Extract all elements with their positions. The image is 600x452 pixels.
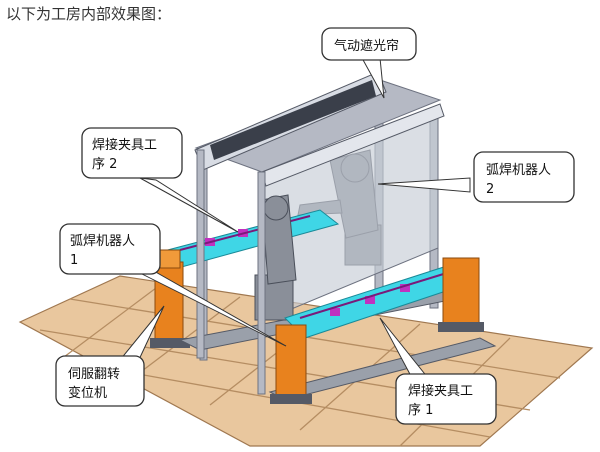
servo-positioner-right [438, 257, 484, 332]
callout-robot-2: 弧焊机器人 2 [473, 151, 575, 203]
svg-text:气动遮光帘: 气动遮光帘 [334, 38, 399, 54]
svg-text:序 1: 序 1 [408, 403, 433, 418]
light-curtain-panel [261, 103, 445, 321]
servo-positioner-front [270, 324, 312, 404]
callout-leaders [119, 57, 471, 379]
svg-text:变位机: 变位机 [68, 385, 107, 401]
callout-positioner: 伺服翻转 变位机 [55, 355, 145, 407]
callout-robot-1: 弧焊机器人 1 [59, 223, 161, 275]
page-heading: 以下为工房内部效果图： [6, 5, 172, 23]
svg-text:1: 1 [70, 253, 78, 268]
svg-text:弧焊机器人: 弧焊机器人 [486, 162, 551, 178]
callout-fixture-2: 焊接夹具工 序 2 [81, 127, 183, 179]
steel-frame-front [196, 149, 266, 395]
arc-welding-robot-1 [254, 194, 297, 321]
callout-curtain: 气动遮光帘 [321, 27, 417, 61]
svg-text:弧焊机器人: 弧焊机器人 [70, 233, 135, 249]
svg-text:2: 2 [486, 182, 494, 197]
svg-text:焊接夹具工: 焊接夹具工 [92, 137, 157, 153]
servo-positioner-left [150, 249, 190, 348]
callout-fixture-1: 焊接夹具工 序 1 [395, 373, 497, 425]
svg-text:焊接夹具工: 焊接夹具工 [408, 383, 473, 399]
svg-text:序 2: 序 2 [92, 157, 117, 172]
svg-text:伺服翻转: 伺服翻转 [68, 367, 120, 382]
